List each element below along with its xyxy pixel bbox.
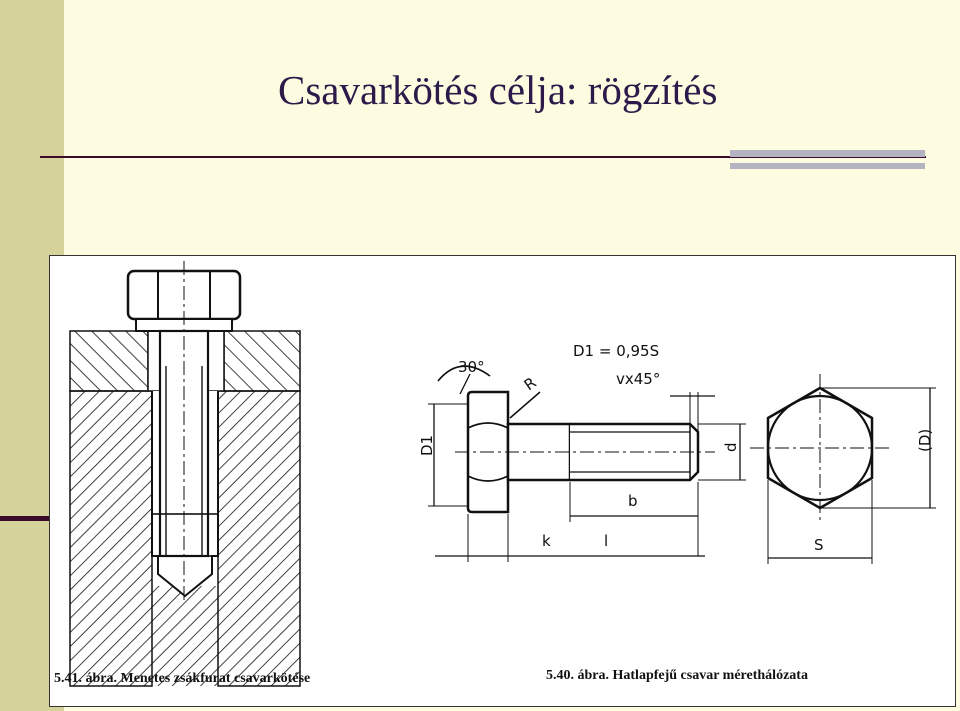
caption-left: 5.41. ábra. Menetes zsákfurat csavarköté… (54, 671, 311, 686)
shank-length-label: l (604, 532, 608, 550)
hex-head-end-view (750, 374, 936, 564)
across-flats-label: S (814, 536, 824, 554)
radius-label: R (521, 374, 540, 395)
chamfer-label: vx45° (616, 370, 660, 388)
top-plate-left (69, 330, 149, 392)
thread-engagement (151, 513, 219, 557)
technical-drawing: 30° R D1 = 0,95S vx45° D1 d b k l S (D) (69, 261, 936, 687)
caption-right: 5.40. ábra. Hatlapfejű csavar mérethálóz… (546, 668, 808, 683)
top-plate-right (223, 330, 301, 392)
angle-label: 30° (458, 358, 485, 376)
title-rule (40, 156, 926, 158)
thread-length-label: b (628, 492, 638, 510)
across-corners-label: (D) (916, 429, 934, 452)
slide-title: Csavarkötés célja: rögzítés (278, 67, 718, 113)
head-diameter-label: D1 (418, 435, 436, 456)
hex-bolt-side-view (428, 365, 746, 562)
slide-side-mark (0, 516, 64, 521)
base-part-left (69, 390, 153, 687)
thread-diameter-label: d (722, 442, 740, 452)
base-part-bottom (152, 586, 218, 686)
technical-drawing-figure: 30° R D1 = 0,95S vx45° D1 d b k l S (D) … (49, 255, 956, 707)
blind-hole-bolt-drawing (69, 261, 301, 687)
head-height-label: k (542, 532, 551, 550)
title-rule-accent-lower (730, 163, 925, 169)
head-diameter-formula-label: D1 = 0,95S (573, 342, 659, 360)
title-rule-accent (730, 150, 925, 157)
base-part-right (217, 390, 301, 687)
